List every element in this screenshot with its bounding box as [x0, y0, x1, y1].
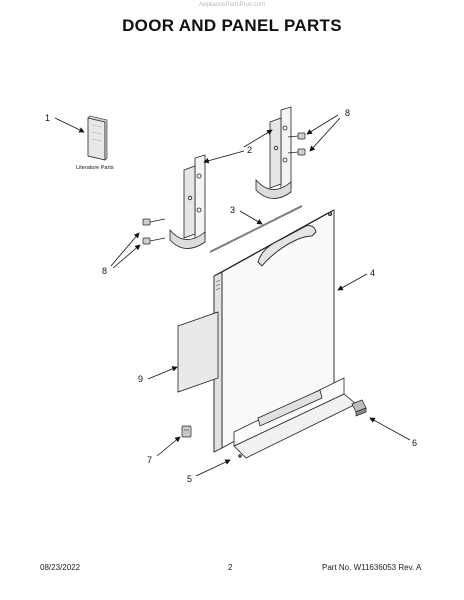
screws-left [142, 218, 166, 245]
literature-parts-label: Literature Parts [76, 165, 114, 171]
callout-3: 3 [230, 205, 235, 215]
callout-9: 9 [138, 374, 143, 384]
callout-7: 7 [147, 455, 152, 465]
footer-page-number: 2 [228, 563, 233, 572]
callout-4: 4 [370, 268, 375, 278]
door-insulation [177, 311, 219, 393]
page-title: DOOR AND PANEL PARTS [122, 16, 342, 35]
right-hinge [255, 106, 292, 199]
door-clip [181, 425, 192, 438]
callout-8-right: 8 [345, 108, 350, 118]
callout-leaders [54, 114, 411, 477]
footer-date: 08/23/2022 [40, 563, 81, 572]
literature-parts-booklet [87, 115, 108, 161]
callout-1: 1 [45, 113, 50, 123]
panel-bracket [351, 399, 367, 417]
watermark: AppliancePartsPros.com [199, 2, 265, 8]
callout-8-left: 8 [102, 266, 107, 276]
callout-6: 6 [412, 438, 417, 448]
callout-5: 5 [187, 474, 192, 484]
outer-door-panel [213, 209, 335, 453]
left-hinge [169, 154, 206, 249]
callout-2: 2 [247, 145, 252, 155]
footer-part-info: Part No. W11636053 Rev. A [322, 563, 422, 572]
screws-right [287, 132, 306, 156]
